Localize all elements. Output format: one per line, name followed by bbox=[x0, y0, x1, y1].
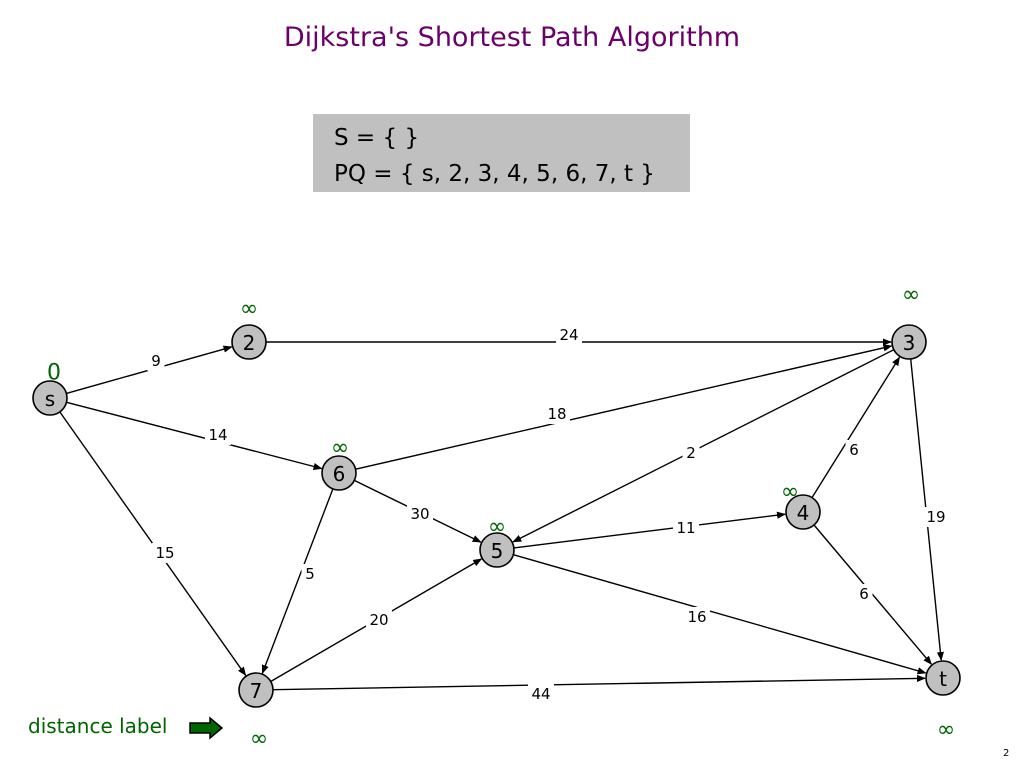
node-circle bbox=[231, 324, 267, 360]
edge-7-t bbox=[272, 674, 926, 691]
node-label-3: 3 bbox=[903, 331, 916, 355]
edge-weight-4-t: 6 bbox=[859, 585, 869, 603]
edge-weight-s-6: 14 bbox=[208, 426, 227, 444]
node-circle bbox=[32, 380, 68, 416]
edge-weight-3-5: 2 bbox=[686, 444, 696, 462]
node-label-5: 5 bbox=[491, 539, 504, 563]
node-label-6: 6 bbox=[333, 462, 346, 486]
node-circle bbox=[238, 672, 274, 708]
edge-weight-2-3: 24 bbox=[559, 326, 578, 344]
priority-queue-line: PQ = { s, 2, 3, 4, 5, 6, 7, t } bbox=[334, 161, 655, 187]
nodes-layer: s 2 3 4 5 6 7 t bbox=[32, 324, 961, 708]
edge-weight-background bbox=[152, 543, 178, 563]
node-3: 3 bbox=[891, 324, 927, 360]
node-7: 7 bbox=[238, 672, 274, 708]
edge-weight-background bbox=[147, 351, 165, 371]
edge-6-3 bbox=[355, 344, 893, 470]
edge-weight-background bbox=[205, 425, 231, 445]
edge-weight-s-2: 9 bbox=[151, 352, 161, 370]
node-s: s bbox=[32, 380, 68, 416]
distance-label-6: ∞ bbox=[331, 436, 349, 461]
edge-weight-background bbox=[366, 610, 392, 630]
node-6: 6 bbox=[321, 455, 357, 491]
node-circle bbox=[925, 660, 961, 696]
node-t: t bbox=[925, 660, 961, 696]
edge-weight-background bbox=[855, 584, 873, 604]
slide-number: 2 bbox=[1003, 748, 1010, 759]
edge-4-3 bbox=[811, 356, 901, 498]
edge-weight-7-5: 20 bbox=[369, 611, 388, 629]
edge-weight-background bbox=[544, 404, 570, 424]
right-arrow-icon bbox=[189, 716, 224, 740]
node-label-t: t bbox=[939, 667, 947, 691]
node-circle bbox=[321, 455, 357, 491]
node-label-4: 4 bbox=[797, 501, 810, 525]
edge-3-5 bbox=[512, 349, 895, 543]
node-label-s: s bbox=[45, 387, 55, 411]
edge-5-t bbox=[513, 554, 927, 675]
edge-weight-5-t: 16 bbox=[687, 608, 706, 626]
node-2: 2 bbox=[231, 324, 267, 360]
distance-label-3: ∞ bbox=[902, 283, 920, 308]
distance-label-4: ∞ bbox=[781, 480, 799, 505]
legend-label: distance label bbox=[28, 714, 168, 738]
edge-weight-7-t: 44 bbox=[531, 685, 550, 703]
edge-6-7 bbox=[261, 488, 334, 675]
node-label-7: 7 bbox=[250, 679, 263, 703]
edge-weight-background bbox=[923, 507, 949, 527]
distance-label-5: ∞ bbox=[488, 515, 506, 540]
edge-5-4 bbox=[513, 511, 786, 549]
distance-label-t: ∞ bbox=[937, 718, 955, 743]
node-circle bbox=[891, 324, 927, 360]
distance-label-7: ∞ bbox=[250, 727, 268, 752]
edge-weight-6-3: 18 bbox=[547, 405, 566, 423]
edge-weight-background bbox=[673, 518, 699, 538]
edge-weight-background bbox=[407, 504, 433, 524]
edge-weight-3-t: 19 bbox=[926, 508, 945, 526]
edge-weight-4-3: 6 bbox=[849, 441, 859, 459]
node-circle bbox=[479, 532, 515, 568]
edge-weight-6-5: 30 bbox=[410, 505, 429, 523]
edge-weight-6-7: 5 bbox=[305, 565, 315, 583]
node-4: 4 bbox=[785, 494, 821, 530]
slide-title: Dijkstra's Shortest Path Algorithm bbox=[283, 22, 741, 53]
node-circle bbox=[785, 494, 821, 530]
edge-weight-5-4: 11 bbox=[676, 519, 695, 537]
edge-weight-background bbox=[682, 443, 700, 463]
node-label-2: 2 bbox=[243, 331, 256, 355]
edge-weight-background bbox=[556, 325, 582, 345]
edge-weight-background bbox=[528, 684, 554, 704]
visited-set-line: S = { } bbox=[334, 125, 420, 151]
edge-4-t bbox=[813, 524, 932, 665]
edge-s-6 bbox=[66, 401, 323, 470]
distance-label-2: ∞ bbox=[240, 297, 258, 322]
edge-weight-background bbox=[845, 440, 863, 460]
distance-labels-layer: 0 ∞ ∞ ∞ ∞ ∞ ∞ ∞ bbox=[47, 283, 955, 752]
distance-label-s: 0 bbox=[47, 361, 61, 386]
algorithm-state-box: S = { } PQ = { s, 2, 3, 4, 5, 6, 7, t } bbox=[313, 114, 690, 192]
edge-weight-background bbox=[684, 607, 710, 627]
node-5: 5 bbox=[479, 532, 515, 568]
edge-weight-s-7: 15 bbox=[155, 544, 174, 562]
edge-weight-background bbox=[301, 564, 319, 584]
